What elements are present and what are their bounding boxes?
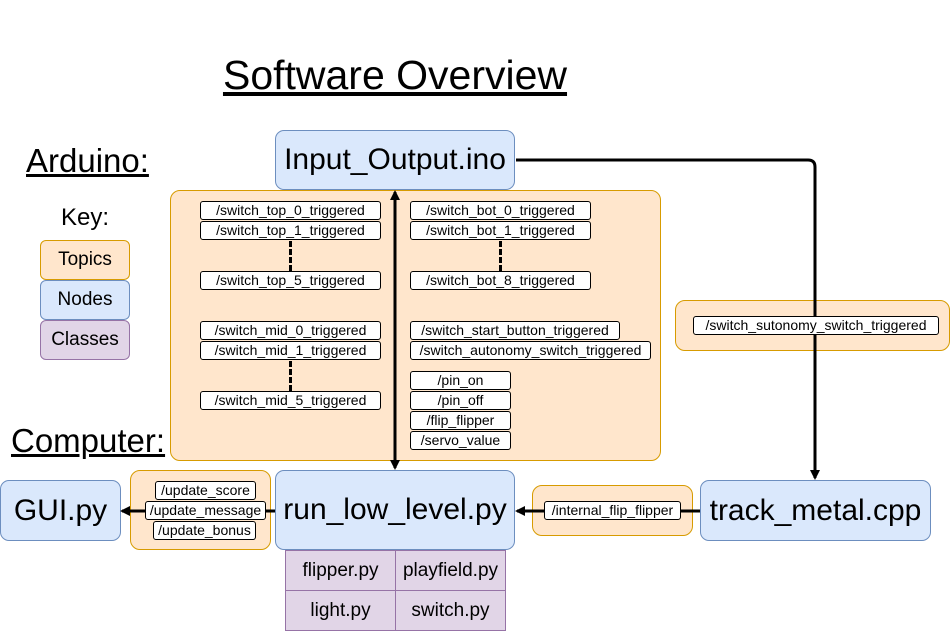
topic-update-message: /update_message <box>145 501 266 520</box>
key-nodes: Nodes <box>40 280 130 320</box>
topic-pin-off: /pin_off <box>410 391 511 410</box>
topic-switch-bot-1: /switch_bot_1_triggered <box>410 221 591 240</box>
topic-switch-autonomy-switch: /switch_autonomy_switch_triggered <box>410 341 651 360</box>
topic-switch-mid-5: /switch_mid_5_triggered <box>200 391 381 410</box>
topic-update-score: /update_score <box>155 481 256 500</box>
input-output-node: Input_Output.ino <box>275 130 515 190</box>
topic-switch-mid-0: /switch_mid_0_triggered <box>200 321 381 340</box>
class-switch: switch.py <box>395 590 506 631</box>
class-playfield: playfield.py <box>395 550 506 591</box>
key-topics: Topics <box>40 240 130 280</box>
topic-pin-on: /pin_on <box>410 371 511 390</box>
topic-switch-top-1: /switch_top_1_triggered <box>200 221 381 240</box>
topic-switch-top-0: /switch_top_0_triggered <box>200 201 381 220</box>
topic-servo-value: /servo_value <box>410 431 511 450</box>
class-light: light.py <box>285 590 396 631</box>
gui-node: GUI.py <box>0 480 121 541</box>
mid-ellipsis <box>289 361 292 391</box>
topic-switch-bot-0: /switch_bot_0_triggered <box>410 201 591 220</box>
computer-heading: Computer: <box>11 422 166 459</box>
track-metal-node: track_metal.cpp <box>700 480 931 541</box>
run-low-level-node: run_low_level.py <box>275 470 515 550</box>
topic-flip-flipper: /flip_flipper <box>410 411 511 430</box>
topic-switch-start-button: /switch_start_button_triggered <box>410 321 620 340</box>
topic-update-bonus: /update_bonus <box>153 521 256 540</box>
key-classes: Classes <box>40 320 130 360</box>
topic-sutonomy-switch: /switch_sutonomy_switch_triggered <box>693 316 939 335</box>
class-flipper: flipper.py <box>285 550 396 591</box>
topic-switch-mid-1: /switch_mid_1_triggered <box>200 341 381 360</box>
key-label: Key: <box>60 204 110 231</box>
topic-internal-flip-flipper: /internal_flip_flipper <box>544 501 681 520</box>
top-ellipsis <box>289 241 292 271</box>
io-to-track-metal-arrow <box>516 158 820 480</box>
topic-switch-bot-8: /switch_bot_8_triggered <box>410 271 591 290</box>
diagram-title: Software Overview <box>222 52 568 98</box>
bot-ellipsis <box>499 241 502 271</box>
topic-switch-top-5: /switch_top_5_triggered <box>200 271 381 290</box>
arduino-heading: Arduino: <box>26 142 149 179</box>
